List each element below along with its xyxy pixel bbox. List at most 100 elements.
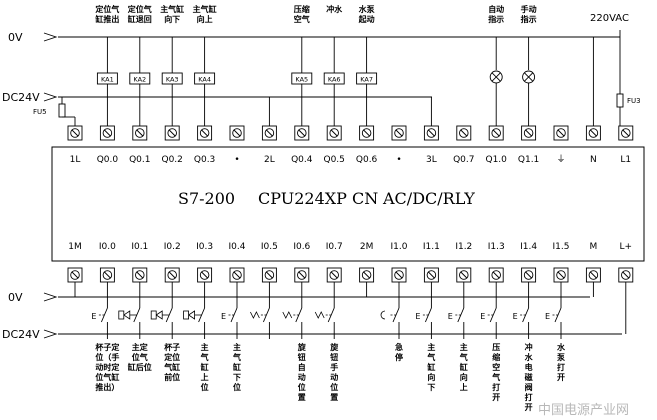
output-description: 手动指示 [521, 4, 537, 24]
relay-coil-KA2: KA2 [129, 72, 151, 85]
top-0v-label: 0V [8, 31, 23, 44]
terminal-top-15 [553, 125, 569, 141]
relay-label: KA7 [360, 76, 373, 84]
plc-model-mid: CPU224XP CN [258, 189, 378, 208]
relay-coil-KA3: KA3 [161, 72, 183, 85]
top-terminal-label: Q1.1 [518, 155, 539, 165]
input-description: 急停 [395, 342, 403, 362]
top-terminal-label: Q0.6 [356, 155, 378, 165]
bottom-terminal-label: I0.7 [326, 242, 343, 252]
relay-coil-KA5: KA5 [291, 72, 313, 85]
input-switch-I0.3 [183, 307, 206, 334]
terminal-top-12 [456, 125, 472, 141]
terminal-top-0 [67, 125, 83, 141]
terminal-bottom-11 [423, 267, 439, 283]
switch-letter: E [513, 312, 518, 321]
bottom-terminal-label: I0.1 [131, 242, 148, 252]
terminal-bottom-3 [164, 267, 180, 283]
terminal-top-11 [423, 125, 439, 141]
top-24v-label: DC24V [2, 91, 40, 104]
indicator-lamp-icon [522, 70, 536, 84]
switch-letter: E [480, 312, 485, 321]
input-description: 主气缸向上 [459, 342, 468, 392]
output-description: 主气缸向上 [193, 4, 217, 24]
bottom-terminal-label: I0.3 [196, 242, 213, 252]
terminal-top-8 [326, 125, 342, 141]
bottom-terminal-label: I0.2 [164, 242, 181, 252]
terminal-top-9 [359, 125, 375, 141]
switch-letter: E [415, 312, 420, 321]
top-terminal-label: • [396, 155, 401, 165]
output-description: 冲水 [326, 4, 343, 14]
top-terminal-label: 2L [264, 155, 275, 165]
top-terminal-label: ⏚ [556, 154, 565, 165]
output-description: 压缩空气 [294, 4, 310, 24]
bottom-terminal-label: 2M [360, 242, 374, 252]
terminal-bottom-2 [132, 267, 148, 283]
input-description: 杯子定位（手动时定位气缸推出） [95, 342, 119, 392]
input-switch-I0.1 [118, 307, 141, 334]
terminal-top-3 [164, 125, 180, 141]
bottom-terminal-label: I1.0 [391, 242, 408, 252]
input-switch-I0.2 [150, 307, 173, 334]
relay-coil-KA7: KA7 [356, 72, 378, 85]
terminal-bottom-13 [488, 267, 504, 283]
switch-letter: E [91, 312, 96, 321]
indicator-lamp-icon [489, 70, 503, 84]
input-description: 主气缸上位 [200, 342, 209, 392]
output-description: 主气缸向下 [160, 4, 184, 24]
top-terminal-label: Q0.1 [129, 155, 150, 165]
terminal-top-14 [521, 125, 537, 141]
terminal-top-2 [132, 125, 148, 141]
terminals [67, 125, 634, 283]
top-terminal-label: Q0.3 [194, 155, 215, 165]
switch-letter: E [448, 312, 453, 321]
bottom-terminal-label: I1.1 [423, 242, 440, 252]
bottom-terminal-label: I1.4 [520, 242, 537, 252]
relay-coil-KA6: KA6 [323, 72, 345, 85]
terminal-bottom-0 [67, 267, 83, 283]
ac-label: 220VAC [590, 13, 629, 24]
input-description: 水泵打开 [556, 342, 566, 382]
input-description: 冲水电磁阀打开 [524, 342, 534, 412]
top-terminal-label: Q0.4 [291, 155, 313, 165]
input-description: 主气缸下位 [232, 342, 241, 392]
fuse-right-label: FU3 [627, 97, 641, 105]
input-switch-I1.4: E [513, 307, 530, 334]
relay-coil-KA4: KA4 [194, 72, 216, 85]
bottom-24v-label: DC24V [2, 328, 40, 341]
terminal-bottom-4 [197, 267, 213, 283]
input-description: 主气缸向下 [426, 342, 435, 392]
terminal-bottom-5 [229, 267, 245, 283]
input-switch-I0.0: E [91, 307, 108, 334]
input-switch-I1.1: E [415, 307, 432, 334]
bottom-terminal-label: I0.6 [293, 242, 310, 252]
top-rails [43, 30, 621, 126]
top-terminal-label: 3L [426, 155, 437, 165]
terminal-bottom-7 [294, 267, 310, 283]
terminal-bottom-14 [521, 267, 537, 283]
input-switch-I0.5 [250, 307, 270, 334]
terminal-bottom-15 [553, 267, 569, 283]
relay-label: KA6 [328, 76, 341, 84]
top-terminal-label: Q0.5 [323, 155, 344, 165]
terminal-bottom-16 [585, 267, 601, 283]
terminal-top-7 [294, 125, 310, 141]
output-description: 自动指示 [488, 4, 504, 24]
terminal-bottom-9 [359, 267, 375, 283]
input-switch-I0.4: E [221, 307, 238, 334]
fuse-left [58, 103, 66, 118]
terminal-top-4 [197, 125, 213, 141]
bottom-terminal-label: I1.3 [488, 242, 505, 252]
bottom-terminal-label: L+ [620, 242, 633, 252]
watermark: 中国电源产业网 [538, 403, 629, 418]
bottom-terminal-label: 1M [68, 242, 82, 252]
terminal-bottom-1 [99, 267, 115, 283]
input-description: 杯子定位气缸前位 [163, 342, 180, 382]
terminal-bottom-12 [456, 267, 472, 283]
output-description: 定位气缸推出 [94, 4, 119, 24]
bottom-terminal-label: M [590, 242, 598, 252]
output-description: 定位气缸退回 [127, 4, 152, 24]
switch-letter: E [221, 312, 226, 321]
top-terminal-label: Q0.0 [97, 155, 119, 165]
